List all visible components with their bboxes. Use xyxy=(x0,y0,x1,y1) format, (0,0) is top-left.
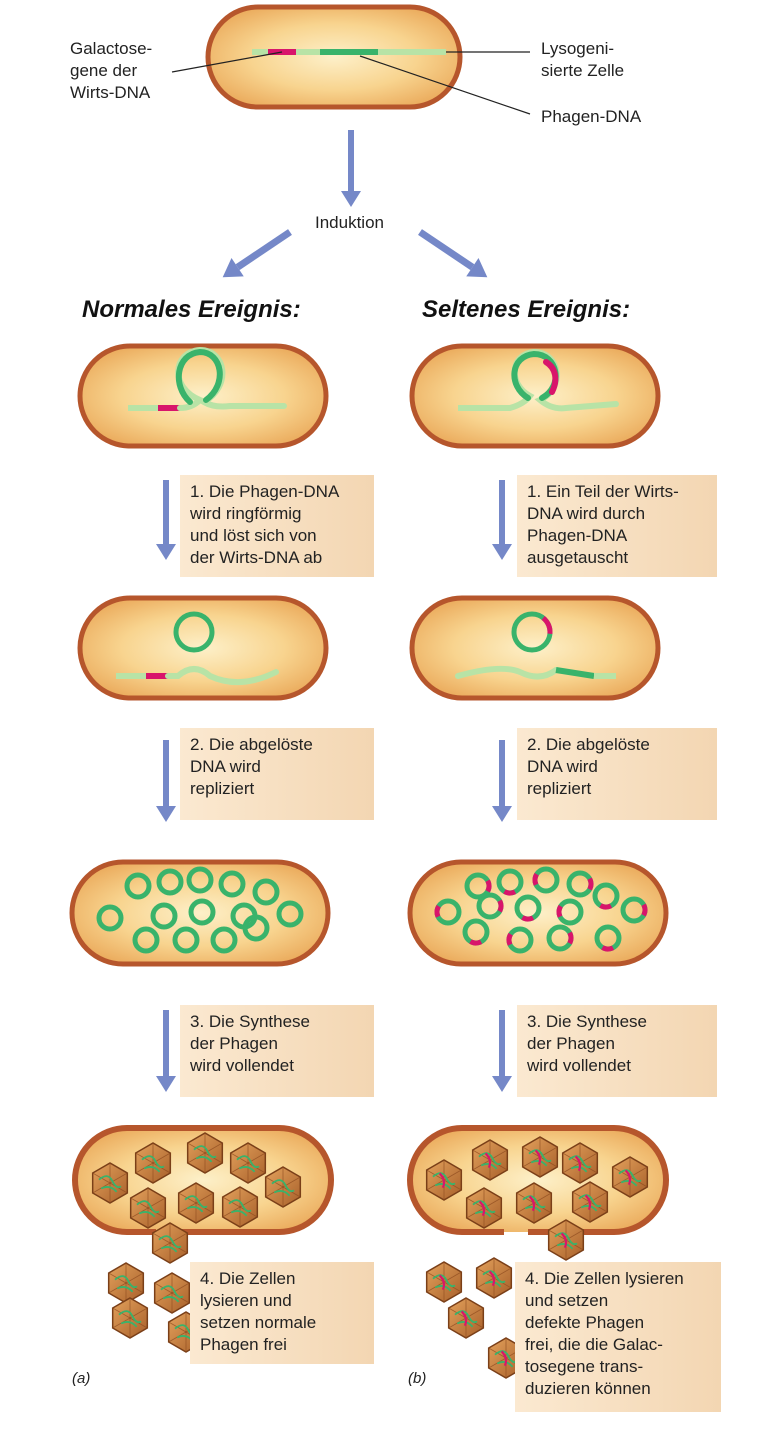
label-induction: Induktion xyxy=(315,213,384,232)
r3-phage-ring-10-gal xyxy=(469,939,483,946)
n4-phage-9-dna xyxy=(114,1275,138,1293)
r4-phage-4-gal xyxy=(624,1169,632,1186)
n2-host-right xyxy=(165,666,279,686)
r3-phage-ring-6-gal xyxy=(497,899,504,913)
r2-phage-residual xyxy=(555,667,595,679)
arrow-step3-normal-head xyxy=(156,1076,176,1092)
label-lysogenized-cell: Lysogeni- sierte Zelle xyxy=(541,39,625,80)
r1-gal-in-loop xyxy=(543,359,559,395)
n3-phage-ring-2 xyxy=(186,866,214,894)
pointer-phage-dna xyxy=(359,55,531,115)
step-1-rare: 1. Ein Teil der Wirts- DNA wird durch Ph… xyxy=(517,475,717,577)
r4-phage-7-gal xyxy=(584,1194,592,1211)
r3-phage-ring-8-gal xyxy=(556,904,563,918)
arrow-to-normal-head xyxy=(222,258,244,278)
pointer-galactose xyxy=(171,51,283,73)
arrow-step1-rare-head xyxy=(492,544,512,560)
n3-phage-ring-13 xyxy=(242,914,270,942)
r4-phage-10-gal xyxy=(488,1270,496,1287)
r2-phage-ring-gal xyxy=(541,615,553,635)
n4-phage-7-dna xyxy=(228,1199,252,1217)
cell-lysogenized xyxy=(205,4,463,110)
r4-phage-1-gal xyxy=(484,1152,492,1169)
r3-phage-ring-1-gal xyxy=(503,889,517,896)
r3-phage-ring-9-gal xyxy=(641,903,648,917)
n3-phage-ring-10 xyxy=(132,926,160,954)
cell-normal-3 xyxy=(69,859,331,967)
arrow-to-rare xyxy=(418,229,475,271)
n3-phage-ring-5 xyxy=(96,904,124,932)
n4-phage-0-dna xyxy=(98,1175,122,1193)
n3-phage-ring-3 xyxy=(218,870,246,898)
arrow-to-rare-head xyxy=(466,258,488,278)
n3-phage-ring-12 xyxy=(210,926,238,954)
r3-phage-ring-0-gal xyxy=(485,879,492,893)
n4-phage-2-dna xyxy=(193,1145,217,1163)
r3-phage-ring-11-gal xyxy=(506,932,513,946)
n2-phage-ring xyxy=(173,611,215,653)
n4-phage-4-dna xyxy=(271,1179,295,1197)
r4-phage-12-gal xyxy=(500,1350,508,1367)
r4-phage-5-gal xyxy=(478,1200,486,1217)
phages-layer xyxy=(91,1132,649,1379)
r2-host-left xyxy=(455,665,559,680)
arrows-layer xyxy=(156,130,512,1092)
r3-phage-ring-2-gal xyxy=(532,872,539,886)
n4-phage-6-dna xyxy=(184,1195,208,1213)
r3-phage-ring-4-gal xyxy=(599,903,613,910)
arrow-step2-rare-head xyxy=(492,806,512,822)
r4-phage-11-gal xyxy=(460,1310,468,1327)
n4-phage-5-dna xyxy=(136,1200,160,1218)
cell-normal-1 xyxy=(77,343,329,449)
step-3-normal: 3. Die Synthese der Phagen wird vollende… xyxy=(180,1005,374,1097)
r3-phage-ring-12-gal xyxy=(567,931,574,945)
arrow-step1-normal-head xyxy=(156,544,176,560)
cell-normal-4-lysing xyxy=(72,1125,334,1235)
n4-phage-1-dna xyxy=(141,1155,165,1173)
heading-rare-event: Seltenes Ereignis: xyxy=(422,296,631,323)
n4-phage-10-dna xyxy=(160,1285,184,1303)
panel-label-b: (b) xyxy=(408,1370,427,1387)
n3-phage-ring-7 xyxy=(188,898,216,926)
arrow-step3-rare-head xyxy=(492,1076,512,1092)
step-1-normal: 1. Die Phagen-DNA wird ringförmig und lö… xyxy=(180,475,374,577)
arrow-induction-head xyxy=(341,191,361,207)
cell-rare-1 xyxy=(409,343,661,449)
n3-phage-ring-9 xyxy=(276,900,304,928)
cell-rare-4-lysing xyxy=(407,1125,669,1235)
n3-phage-ring-1 xyxy=(156,868,184,896)
r3-phage-ring-5-gal xyxy=(434,904,441,918)
panel-label-a: (a) xyxy=(72,1370,91,1387)
n3-phage-ring-11 xyxy=(172,926,200,954)
arrow-to-normal xyxy=(235,229,292,271)
step-4-rare: 4. Die Zellen lysieren und setzen defekt… xyxy=(515,1262,721,1412)
step-3-rare: 3. Die Synthese der Phagen wird vollende… xyxy=(517,1005,717,1097)
n4-phage-3-dna xyxy=(236,1155,260,1173)
n4-phage-11-dna xyxy=(118,1310,142,1328)
r3-phage-ring-7-gal xyxy=(521,915,535,922)
r4-phage-9-gal xyxy=(438,1274,446,1291)
step-4-normal: 4. Die Zellen lysieren und setzen normal… xyxy=(190,1262,374,1364)
r4-phage-2-gal xyxy=(534,1149,542,1166)
n3-phage-ring-4 xyxy=(252,878,280,906)
r4-phage-8-gal xyxy=(560,1232,568,1249)
r4-phage-6-gal xyxy=(528,1195,536,1212)
dna-layer xyxy=(96,49,648,954)
step-2-rare: 2. Die abgelöste DNA wird repliziert xyxy=(517,728,717,820)
r3-phage-ring-3-gal xyxy=(587,877,594,891)
n3-phage-ring-0 xyxy=(124,872,152,900)
label-galactose-genes: Galactose- gene der Wirts-DNA xyxy=(70,39,153,102)
n3-phage-ring-6 xyxy=(150,902,178,930)
arrow-step2-normal-head xyxy=(156,806,176,822)
r4-phage-0-gal xyxy=(438,1172,446,1189)
label-phage-dna: Phagen-DNA xyxy=(541,107,642,126)
n1-phage-loop xyxy=(175,348,223,405)
r4-phage-3-gal xyxy=(574,1155,582,1172)
heading-normal-event: Normales Ereignis: xyxy=(82,296,301,323)
n4-phage-8-dna xyxy=(158,1235,182,1253)
step-2-normal: 2. Die abgelöste DNA wird repliziert xyxy=(180,728,374,820)
r3-phage-ring-13-gal xyxy=(601,945,615,952)
